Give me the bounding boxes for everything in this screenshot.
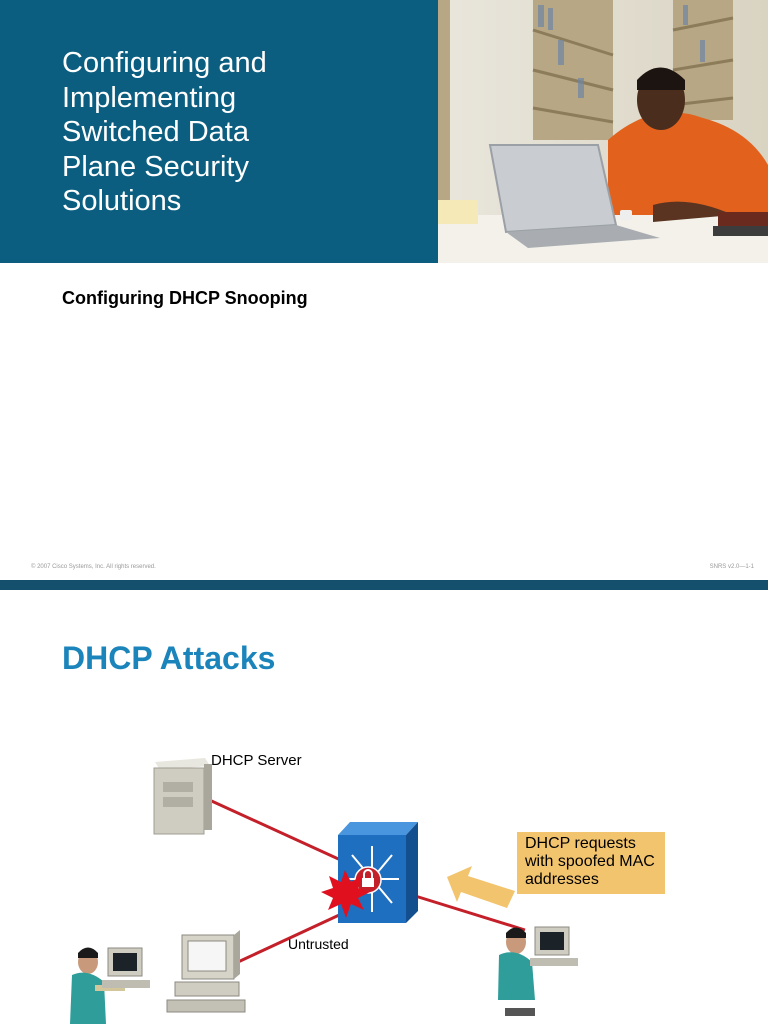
workstation-icon (530, 926, 578, 966)
user-icon (498, 927, 535, 1016)
student-laptop-photo (438, 0, 768, 263)
slide-separator (0, 580, 768, 590)
slide-subtitle: Configuring DHCP Snooping (62, 288, 308, 308)
attack-burst-icon (321, 870, 370, 918)
server-link (204, 796, 346, 864)
arrow-icon (447, 866, 515, 908)
spoofed-requests-callout: DHCP requests with spoofed MAC addresses (517, 832, 665, 894)
title-slide: Configuring and Implementing Switched Da… (0, 0, 768, 570)
workstation-icon (166, 930, 246, 1013)
slide-title: Configuring and Implementing Switched Da… (62, 47, 267, 217)
title-banner: Configuring and Implementing Switched Da… (0, 0, 438, 263)
dhcp-server-label: DHCP Server (211, 752, 302, 769)
untrusted-link (237, 908, 351, 964)
untrusted-label: Untrusted (288, 936, 349, 952)
copyright-footer: © 2007 Cisco Systems, Inc. All rights re… (31, 564, 156, 570)
network-diagram (70, 758, 578, 1024)
slide-title: DHCP Attacks (62, 640, 276, 676)
attacker-link (411, 893, 526, 932)
workstation-icon (102, 947, 150, 988)
dhcp-attacks-slide: DHCP Attacks (0, 590, 768, 1024)
server-icon (153, 758, 212, 835)
course-code-footer: SNRS v2.0—1-1 (709, 564, 754, 570)
